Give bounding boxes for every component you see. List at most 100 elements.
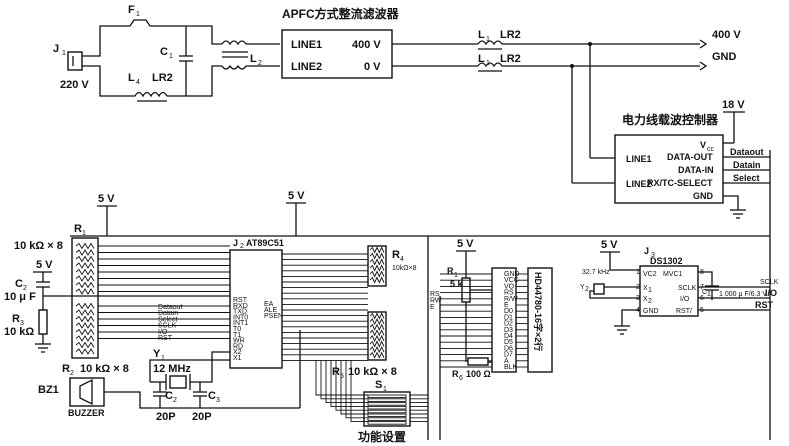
rtc-out-sclk: SCLK (760, 279, 779, 286)
dip-switch-position (367, 402, 407, 406)
lcd-part: HD44780-16字×2行 (533, 272, 544, 351)
dip-switch-position (367, 394, 407, 399)
apfc-box (281, 29, 393, 79)
resistor-element (75, 309, 95, 316)
lcd-r6-value: 100 Ω (466, 369, 491, 379)
function-setting-label: 功能设置 (358, 429, 406, 444)
mcu-pin-label: WR (233, 338, 245, 345)
mcu-pin-label: INT0 (233, 314, 248, 321)
wire (621, 309, 640, 326)
resistor-element (369, 312, 385, 320)
rtc-xtal-ref: Y (580, 284, 585, 291)
wire (82, 65, 120, 97)
resistor-element (75, 288, 95, 295)
rtc-x2: X (643, 296, 648, 303)
lcd-pin-label: D1 (504, 314, 513, 321)
lcd-pin-label: D0 (504, 308, 513, 315)
dip-switch-positions (367, 394, 407, 425)
mcu-pin-label: X1 (233, 355, 242, 362)
lcd-pin-label: RS (504, 290, 514, 297)
sig-datain: Datain (733, 160, 761, 170)
resistor-element (75, 348, 95, 355)
ac-input-section: J 1 220 V F 1 L 4 LR2 C 1 L 2 (53, 4, 280, 102)
l1-top-sub: 1 (486, 36, 490, 43)
r1-sub: 1 (82, 230, 86, 237)
crystal-section: Y 1 12 MHz C 2 C 3 20P 20P (149, 348, 230, 423)
junction (588, 42, 592, 46)
resistor-network-elements (369, 312, 385, 359)
l1-bot-sub: 1 (486, 60, 490, 67)
mcu-pin-label: INT1 (233, 320, 248, 327)
rtc-cap-sub: 1 (707, 291, 711, 298)
resistor-element (75, 335, 95, 342)
r2-sub: 2 (70, 370, 74, 377)
plc-rx-tc: RX/TC-SELECT (647, 178, 713, 188)
lr2-bot-label: LR2 (500, 53, 521, 65)
resistor-r6 (467, 357, 489, 366)
wire (165, 25, 222, 45)
resistor-element (75, 249, 95, 256)
c3x-sub: 3 (216, 397, 220, 404)
rtc-gnd: GND (643, 308, 659, 315)
resistor-r3 (38, 309, 48, 335)
lcd-pin-label: D4 (504, 333, 513, 340)
r5-value: 10 kΩ × 8 (348, 366, 397, 378)
c2x-ref: C (165, 390, 173, 402)
mcu-pin-label: RST (233, 297, 248, 304)
port-wire (350, 360, 368, 423)
resistor-element (75, 341, 95, 349)
resistor-element (369, 329, 385, 337)
mcu-signal-label: Select (158, 316, 178, 323)
mcu-at89c51: 5 V J 2 AT89C51 RSTRXDTXDINT0INT1T0T1WRR… (158, 190, 368, 369)
resistor-network-elements (369, 246, 385, 284)
left-section: 5 V R 1 10 kΩ × 8 5 V C 2 10 μ F R 3 10 … (4, 193, 301, 418)
mcu-pin-label: X2 (233, 349, 242, 356)
lcd-supply: 5 V (457, 238, 474, 250)
wire (609, 252, 640, 271)
resistor-element (75, 281, 95, 289)
l4-sub: 4 (136, 79, 140, 86)
resistor-element (369, 334, 385, 342)
resistor-element (369, 270, 385, 278)
crystal-y1 (169, 375, 187, 389)
rtc-x1: X (643, 285, 648, 292)
mcu-signal-label: SCLK (158, 323, 177, 330)
resistor-element (369, 246, 385, 254)
lcd-r6-sub: 6 (459, 375, 463, 382)
buzzer-label: BUZZER (68, 408, 105, 418)
r4-value: 10kΩ×8 (392, 265, 417, 272)
apfc-out-hi: 400 V (352, 39, 381, 51)
lcd-connector (491, 267, 517, 373)
dip-switch-position (367, 421, 407, 425)
rtc-cap-value: 1 000 μ F/6.3 V (719, 291, 767, 298)
r2-value: 10 kΩ × 8 (80, 363, 129, 375)
c3x-ref: C (208, 390, 216, 402)
resistor-element (75, 268, 95, 276)
rtc-part: DS1302 (650, 256, 683, 266)
resistor-element (369, 351, 385, 359)
terminal-arrow (699, 39, 708, 49)
plc-gnd: GND (693, 191, 714, 201)
rtc-out-rst: RST (755, 300, 774, 310)
resistor-element (75, 262, 95, 269)
mcu-ref-sub: 2 (240, 243, 244, 250)
rtc-ref-sub: 3 (651, 252, 655, 259)
mcu-part: AT89C51 (246, 238, 284, 248)
choke-l1-bottom (477, 62, 510, 68)
rtc-section: 5 V J 3 DS1302 VC2 MVC1 X 1 X 2 GND SCLK… (580, 239, 779, 335)
rtc-x2-sub: 2 (648, 298, 652, 305)
port-wires (315, 360, 428, 423)
port-wire (340, 360, 368, 415)
apfc-block: APFC方式整流滤波器 LINE1 LINE2 400 V 0 V (281, 6, 400, 79)
mcu-signal-label: RST (158, 335, 173, 342)
resistor-element (369, 258, 385, 266)
rtc-mvc1: MVC1 (663, 271, 683, 278)
rtc-x1-sub: 1 (648, 287, 652, 294)
l2-sub: 2 (258, 60, 262, 67)
rtc-sclk: SCLK (678, 285, 697, 292)
mcu-pin-leads (282, 253, 368, 361)
rtc-cap-ref: C (702, 289, 707, 296)
resistor-element (75, 302, 95, 310)
port-wire (335, 360, 368, 411)
